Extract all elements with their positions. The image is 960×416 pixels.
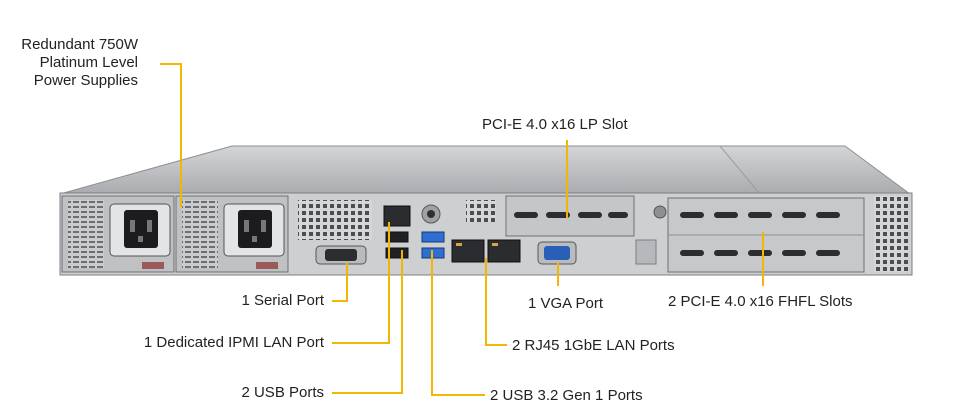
usb-3-2-ports bbox=[421, 231, 445, 259]
leader-serial-v bbox=[346, 262, 348, 302]
label-usb-ports: 2 USB Ports bbox=[241, 384, 324, 401]
label-ipmi-lan-port: 1 Dedicated IPMI LAN Port bbox=[143, 334, 324, 351]
leader-pcie-lp bbox=[566, 140, 568, 218]
label-pcie-lp-slot: PCI-E 4.0 x16 LP Slot bbox=[482, 116, 628, 133]
io-vent bbox=[298, 200, 372, 240]
leader-usb-h bbox=[332, 392, 403, 394]
label-psu-line-1: Redundant 750W bbox=[21, 36, 138, 53]
leader-usb-v bbox=[401, 250, 403, 394]
label-psu-line-2: Platinum Level bbox=[39, 54, 138, 71]
label-psu-line-3: Power Supplies bbox=[33, 72, 138, 89]
label-rj45-lan-ports: 2 RJ45 1GbE LAN Ports bbox=[512, 337, 675, 354]
pcie-lp-slot bbox=[505, 195, 635, 237]
power-supply-1 bbox=[61, 195, 175, 273]
leader-ipmi-h bbox=[332, 342, 390, 344]
label-psu: Redundant 750W Platinum Level Power Supp… bbox=[14, 36, 138, 90]
label-usb-3-2-ports: 2 USB 3.2 Gen 1 Ports bbox=[490, 387, 643, 404]
leader-vga bbox=[557, 262, 559, 286]
leader-psu-v bbox=[180, 63, 182, 207]
leader-fhfl bbox=[762, 232, 764, 286]
power-supply-2 bbox=[175, 195, 289, 273]
usb-2-ports bbox=[385, 231, 409, 259]
label-fhfl-slots: 2 PCI-E 4.0 x16 FHFL Slots bbox=[668, 293, 853, 310]
leader-serial-h bbox=[332, 300, 348, 302]
leader-usb32-h bbox=[431, 394, 485, 396]
ipmi-lan-port bbox=[383, 205, 411, 227]
rj45-lan-ports bbox=[451, 239, 521, 263]
leader-rj45-h bbox=[485, 344, 507, 346]
label-serial-port: 1 Serial Port bbox=[241, 292, 324, 309]
chassis-top bbox=[59, 145, 912, 195]
leader-rj45-v bbox=[485, 258, 487, 346]
leader-usb32-v bbox=[431, 250, 433, 396]
leader-ipmi-v bbox=[388, 222, 390, 344]
vga-port bbox=[537, 241, 577, 265]
label-vga-port: 1 VGA Port bbox=[528, 295, 604, 312]
pcie-fhfl-slots bbox=[653, 197, 865, 273]
serial-port bbox=[315, 245, 367, 265]
leader-psu-h bbox=[160, 63, 182, 65]
